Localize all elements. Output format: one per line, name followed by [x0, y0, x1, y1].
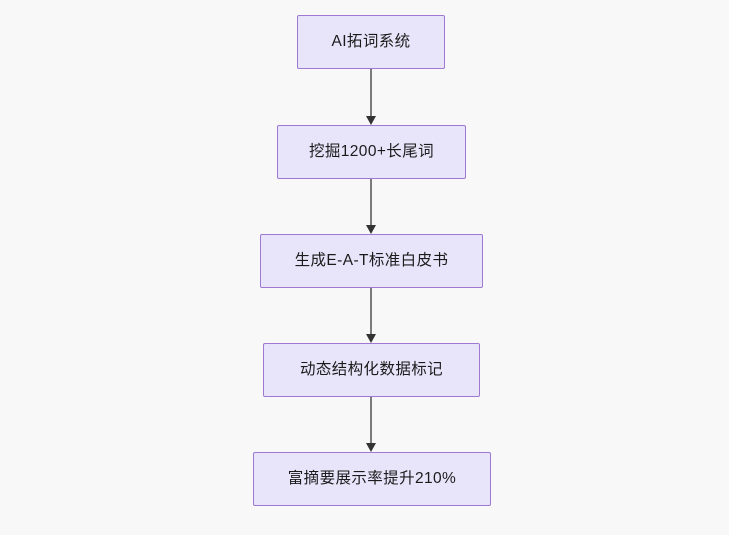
arrowhead-icon	[365, 225, 376, 234]
edge-line	[370, 69, 372, 116]
flowchart-node-ai-keyword-system[interactable]: AI拓词系统	[297, 15, 445, 69]
arrowhead-icon	[365, 334, 376, 343]
node-label: 挖掘1200+长尾词	[308, 143, 435, 161]
edge-connector-1	[363, 69, 379, 125]
arrowhead-icon	[365, 443, 376, 452]
node-label: 动态结构化数据标记	[299, 361, 444, 379]
node-label: 生成E-A-T标准白皮书	[294, 252, 449, 270]
node-label: 富摘要展示率提升210%	[287, 470, 457, 488]
flowchart-node-structured-data-markup[interactable]: 动态结构化数据标记	[263, 343, 480, 397]
flowchart-node-long-tail-keywords[interactable]: 挖掘1200+长尾词	[277, 125, 466, 179]
edge-line	[370, 179, 372, 225]
edge-connector-2	[363, 179, 379, 234]
edge-connector-3	[363, 288, 379, 343]
flowchart-node-eat-whitepaper[interactable]: 生成E-A-T标准白皮书	[260, 234, 483, 288]
node-label: AI拓词系统	[331, 33, 411, 51]
edge-connector-4	[363, 397, 379, 452]
flowchart-node-rich-snippet-result[interactable]: 富摘要展示率提升210%	[253, 452, 491, 506]
edge-line	[370, 288, 372, 334]
arrowhead-icon	[365, 116, 376, 125]
edge-line	[370, 397, 372, 443]
